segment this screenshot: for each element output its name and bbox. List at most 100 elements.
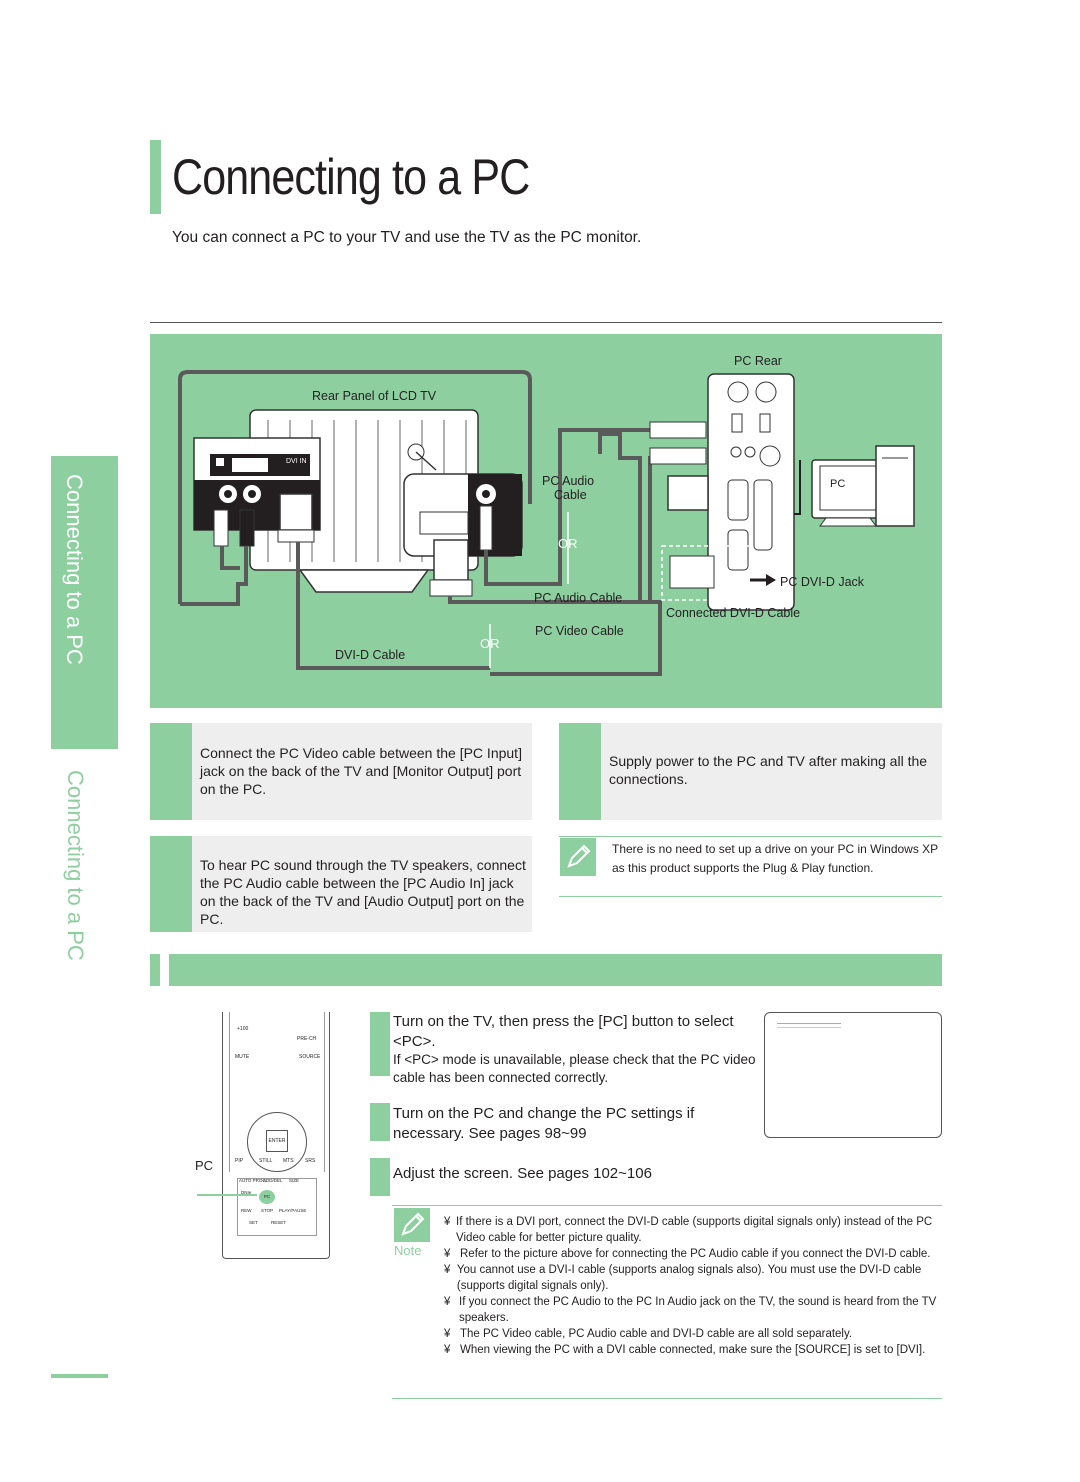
label-connected-dvi-d-cable: Connected DVI-D Cable <box>666 606 801 620</box>
remote-source-label: SOURCE <box>299 1054 321 1060</box>
remote-size-label: SIZE <box>289 1178 300 1183</box>
tip-text: There is no need to set up a drive on yo… <box>612 842 938 875</box>
remote-enter-button[interactable]: ENTER <box>266 1130 288 1152</box>
remote-adddel-label: ADD/DEL <box>263 1178 283 1183</box>
remote-rew-label: REW <box>241 1208 252 1213</box>
step-number-3 <box>559 723 601 820</box>
dvi-connected-box <box>661 545 753 601</box>
viewing-step-num-2 <box>370 1103 390 1141</box>
step-box-1: Connect the PC Video cable between the [… <box>150 723 532 820</box>
note-bullet: ¥ <box>444 1216 451 1228</box>
note-bullet: ¥ <box>444 1296 451 1308</box>
notes-list: ¥ If there is a DVI port, connect the DV… <box>444 1214 956 1358</box>
remote-control: ENTER MUTE SOURCE +100 PRE-CH PIP STILL … <box>222 1012 330 1259</box>
section-header-divider <box>160 954 169 986</box>
side-tab-text: Connecting to a PC <box>62 474 87 665</box>
note-item-text: Refer to the picture above for connectin… <box>460 1248 931 1260</box>
side-tab <box>51 456 118 749</box>
remote-mute-label: MUTE <box>235 1054 250 1060</box>
remote-lower-panel <box>237 1178 317 1236</box>
label-dvi-d-cable: DVI-D Cable <box>335 648 406 662</box>
pc-tower <box>875 445 915 527</box>
remote-dnie-label: DNIe <box>241 1190 252 1195</box>
pencil-icon <box>560 838 596 876</box>
pc-audio-plug <box>479 505 493 551</box>
label-pc-dvi-d-jack: PC DVI-D Jack <box>780 575 865 589</box>
step-box-2: To hear PC sound through the TV speakers… <box>150 836 532 932</box>
screen-mockup-line2 <box>777 1027 841 1028</box>
label-or-bottom: OR <box>480 636 500 651</box>
remote-srs-label: SRS <box>305 1158 316 1164</box>
note-bullet: ¥ <box>444 1328 451 1340</box>
step-number-2 <box>150 836 192 932</box>
section-header-bar <box>150 954 942 986</box>
label-cable: Cable <box>554 488 587 502</box>
page-title: Connecting to a PC <box>172 149 530 205</box>
remote-pc-label: PC <box>195 1158 214 1173</box>
label-pc-video-cable: PC Video Cable <box>535 624 624 638</box>
note-item-text: If you connect the PC Audio to the PC In… <box>459 1296 937 1324</box>
label-pc-audio-cable: PC Audio Cable <box>534 591 623 605</box>
side-section-text: Connecting to a PC <box>63 770 88 961</box>
screen-mockup <box>764 1012 942 1138</box>
remote-pc-button[interactable]: PC <box>259 1190 275 1204</box>
label-pc-rear: PC Rear <box>734 354 782 368</box>
remote-dpad[interactable] <box>247 1112 307 1172</box>
step-number-1 <box>150 723 192 820</box>
viewing-step-2: Turn on the PC and change the PC setting… <box>393 1105 695 1142</box>
remote-set-label: SET <box>249 1220 258 1225</box>
intro-text: You can connect a PC to your TV and use … <box>172 229 642 246</box>
remote-plus100-label: +100 <box>237 1026 249 1032</box>
label-dvi-in: DVI IN <box>286 458 307 465</box>
note-item-text: The PC Video cable, PC Audio cable and D… <box>460 1328 853 1340</box>
remote-autoprog-label: AUTO PROG. <box>239 1178 268 1183</box>
viewing-step-1: Turn on the TV, then press the [PC] butt… <box>393 1013 734 1050</box>
step-text-3: Supply power to the PC and TV after maki… <box>609 753 928 787</box>
remote-reset-label: RESET <box>271 1220 287 1225</box>
note-bullet: ¥ <box>444 1344 451 1356</box>
screen-mockup-line <box>777 1023 841 1024</box>
remote-pip-label: PIP <box>235 1158 244 1164</box>
step-text-1: Connect the PC Video cable between the [… <box>200 745 522 797</box>
viewing-step-num-3 <box>370 1158 390 1196</box>
remote-mts-label: MTS <box>283 1158 294 1164</box>
step-box-3: Supply power to the PC and TV after maki… <box>559 723 942 820</box>
dvi-plug <box>279 493 313 531</box>
remote-prech-label: PRE-CH <box>297 1036 317 1042</box>
notes-rule-bottom <box>392 1398 942 1399</box>
step-text-2: To hear PC sound through the TV speakers… <box>200 857 526 927</box>
note-item-text: If there is a DVI port, connect the DVI-… <box>456 1216 933 1244</box>
label-pc: PC <box>830 478 846 490</box>
tip-rule-bottom <box>559 896 942 897</box>
connection-diagram: PC Rear Rear Panel of LCD TV DVI IN PC A… <box>150 334 942 708</box>
note-item: ¥ You cannot use a DVI-I cable (supports… <box>444 1262 956 1294</box>
label-or-top: OR <box>558 536 578 551</box>
diagram-drawing <box>178 370 915 676</box>
vga-plug <box>433 539 469 581</box>
remote-stop-label: STOP <box>261 1208 274 1213</box>
note-bullet: ¥ <box>444 1264 451 1276</box>
note-item: ¥ When viewing the PC with a DVI cable c… <box>444 1342 956 1358</box>
remote-still-label: STILL <box>259 1158 273 1164</box>
note-item: ¥ Refer to the picture above for connect… <box>444 1246 956 1262</box>
note-bullet: ¥ <box>444 1248 451 1260</box>
viewing-step-1-sub: If <PC> mode is unavailable, please chec… <box>393 1052 756 1085</box>
remote-play-label: PLAY/PAUSE <box>279 1208 307 1213</box>
section-rule <box>150 322 942 323</box>
note-item: ¥ If you connect the PC Audio to the PC … <box>444 1294 956 1326</box>
label-rear-panel: Rear Panel of LCD TV <box>312 389 437 403</box>
viewing-step-num-1 <box>370 1012 390 1076</box>
pc-button-pointer <box>197 1194 257 1196</box>
note-item: ¥ The PC Video cable, PC Audio cable and… <box>444 1326 956 1342</box>
tip-rule-top <box>559 836 942 837</box>
note-item-text: When viewing the PC with a DVI cable con… <box>460 1344 926 1356</box>
note-item: ¥ If there is a DVI port, connect the DV… <box>444 1214 956 1246</box>
note-pencil-icon <box>394 1208 430 1242</box>
remote-face-upper <box>229 1012 325 1172</box>
viewing-step-3: Adjust the screen. See pages 102~106 <box>393 1165 652 1182</box>
dvi-audio-cable-loop <box>178 370 532 604</box>
vga-connector-pc <box>667 475 709 511</box>
note-item-text: You cannot use a DVI-I cable (supports a… <box>456 1264 922 1292</box>
label-pc-audio-top: PC Audio <box>542 474 595 488</box>
title-accent-bar <box>150 140 161 214</box>
